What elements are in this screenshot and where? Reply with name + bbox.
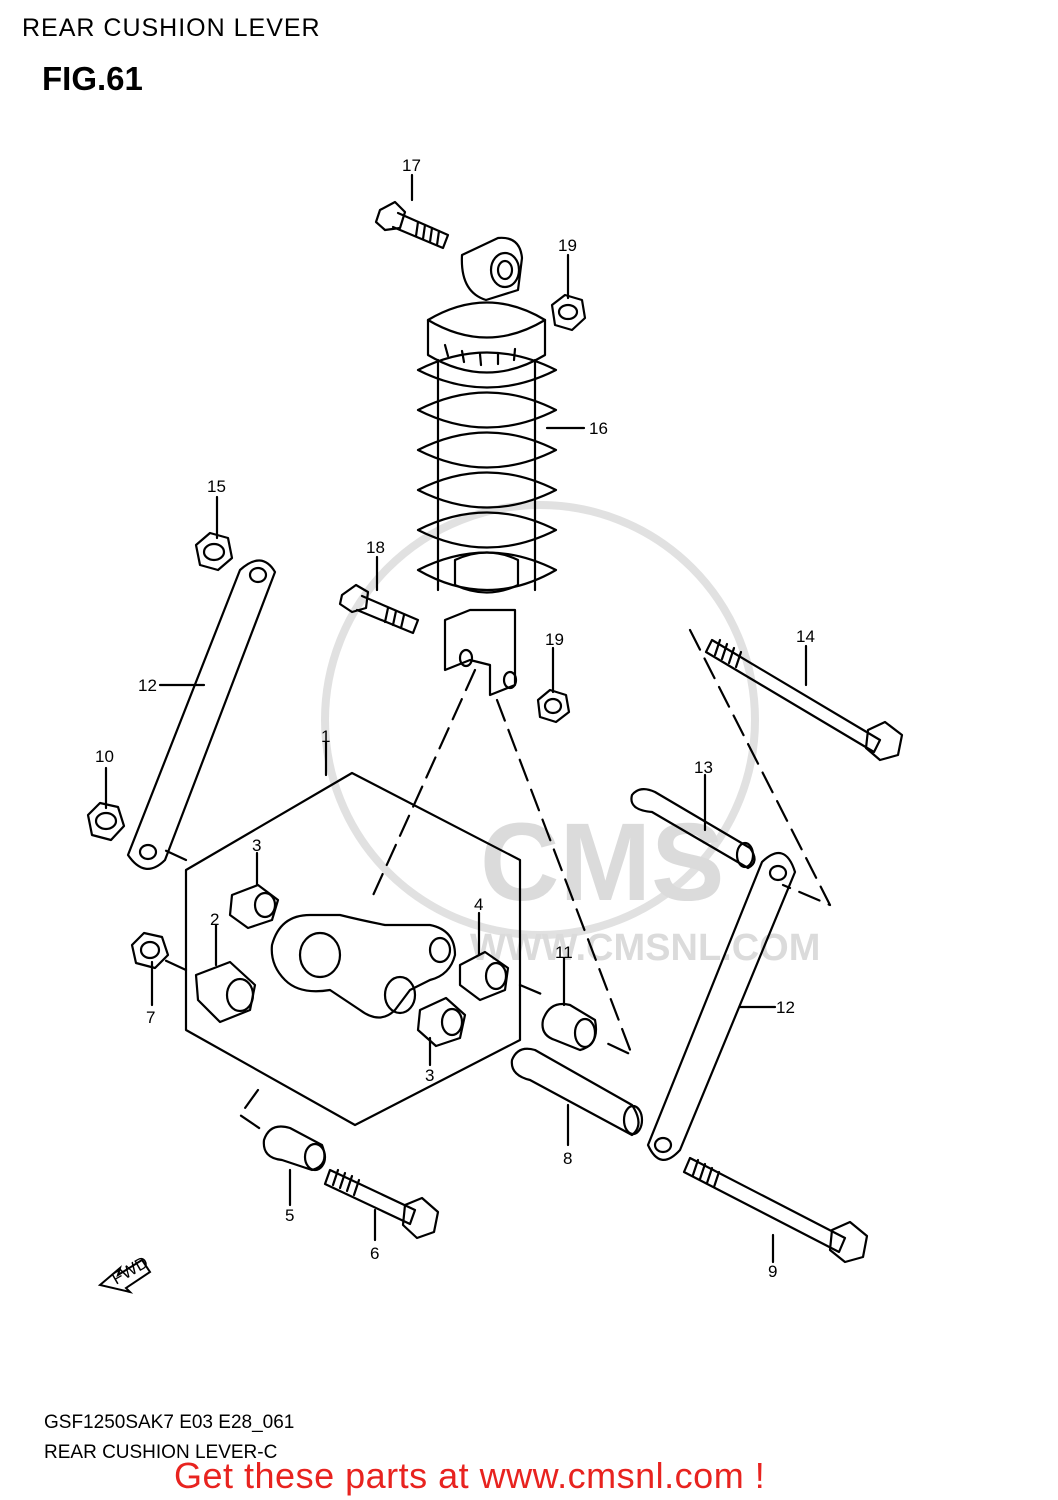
forward-arrow-label: FWD — [108, 1253, 151, 1289]
part-16-lower-clevis — [443, 608, 518, 697]
part-5-spacer — [262, 1125, 327, 1172]
part-19-nut-upper — [550, 293, 587, 332]
label-part-10: 10 — [95, 747, 114, 766]
diagram-name: REAR CUSHION LEVER-C — [44, 1442, 278, 1463]
part-11-spacer — [541, 1002, 598, 1052]
figure-number: FIG.61 — [42, 60, 143, 97]
watermark-logo-text: CMS — [480, 801, 724, 924]
label-leaders — [104, 173, 808, 1264]
label-part-12-right: 12 — [776, 998, 795, 1017]
part-10-nut — [86, 801, 126, 842]
part-15-nut — [194, 531, 234, 572]
part-17-bolt — [374, 200, 450, 250]
label-part-17: 17 — [402, 156, 421, 175]
label-part-8: 8 — [563, 1149, 572, 1168]
label-part-6: 6 — [370, 1244, 379, 1263]
alignment-lines — [158, 628, 832, 1132]
watermark-logo: CMS WWW.CMSNL.COM — [321, 501, 820, 969]
diagram-code: GSF1250SAK7 E03 E28_061 — [44, 1412, 295, 1433]
part-12-link-rod-left — [126, 559, 277, 870]
label-part-13: 13 — [694, 758, 713, 777]
promo-link[interactable]: Get these parts at www.cmsnl.com ! — [174, 1455, 766, 1496]
label-part-3-upper: 3 — [252, 836, 261, 855]
label-part-9: 9 — [768, 1262, 777, 1281]
label-part-11: 11 — [555, 943, 573, 962]
part-16-rear-shock-absorber — [416, 301, 558, 594]
part-3-bearing-upper — [228, 883, 280, 930]
page-title: REAR CUSHION LEVER — [22, 14, 321, 42]
label-part-1: 1 — [321, 727, 330, 746]
cushion-lever — [270, 913, 457, 1019]
part-9-bolt — [682, 1156, 869, 1264]
part-13-sleeve — [630, 788, 756, 870]
part-16-top-eye — [460, 236, 524, 302]
label-part-16: 16 — [589, 419, 608, 438]
part-7-nut — [130, 931, 170, 970]
label-part-12-left: 12 — [138, 676, 157, 695]
watermark-url: WWW.CMSNL.COM — [470, 927, 820, 969]
label-part-15: 15 — [207, 477, 226, 496]
label-part-14: 14 — [796, 627, 815, 646]
label-part-7: 7 — [146, 1008, 155, 1027]
part-18-bolt — [338, 583, 420, 635]
part-19-nut-lower — [536, 688, 571, 724]
part-12-link-rod-right — [646, 851, 797, 1161]
part-2-bearing — [194, 960, 257, 1024]
part-4-bearing — [458, 950, 510, 1002]
part-6-bolt — [323, 1168, 440, 1240]
part-3-bearing-lower — [416, 996, 467, 1048]
part-8-sleeve — [510, 1047, 644, 1137]
forward-arrow-icon: FWD — [97, 1253, 151, 1294]
label-part-18: 18 — [366, 538, 385, 557]
part-14-bolt — [704, 638, 904, 762]
label-part-19-upper: 19 — [558, 236, 577, 255]
part-labels: 17 19 16 15 18 19 14 12 1 10 13 3 4 2 11… — [95, 156, 815, 1281]
label-part-3-lower: 3 — [425, 1066, 434, 1085]
label-part-4: 4 — [474, 895, 483, 914]
label-part-19-lower: 19 — [545, 630, 564, 649]
label-part-5: 5 — [285, 1206, 294, 1225]
label-part-2: 2 — [210, 910, 219, 929]
lever-assembly-box — [184, 771, 522, 1127]
